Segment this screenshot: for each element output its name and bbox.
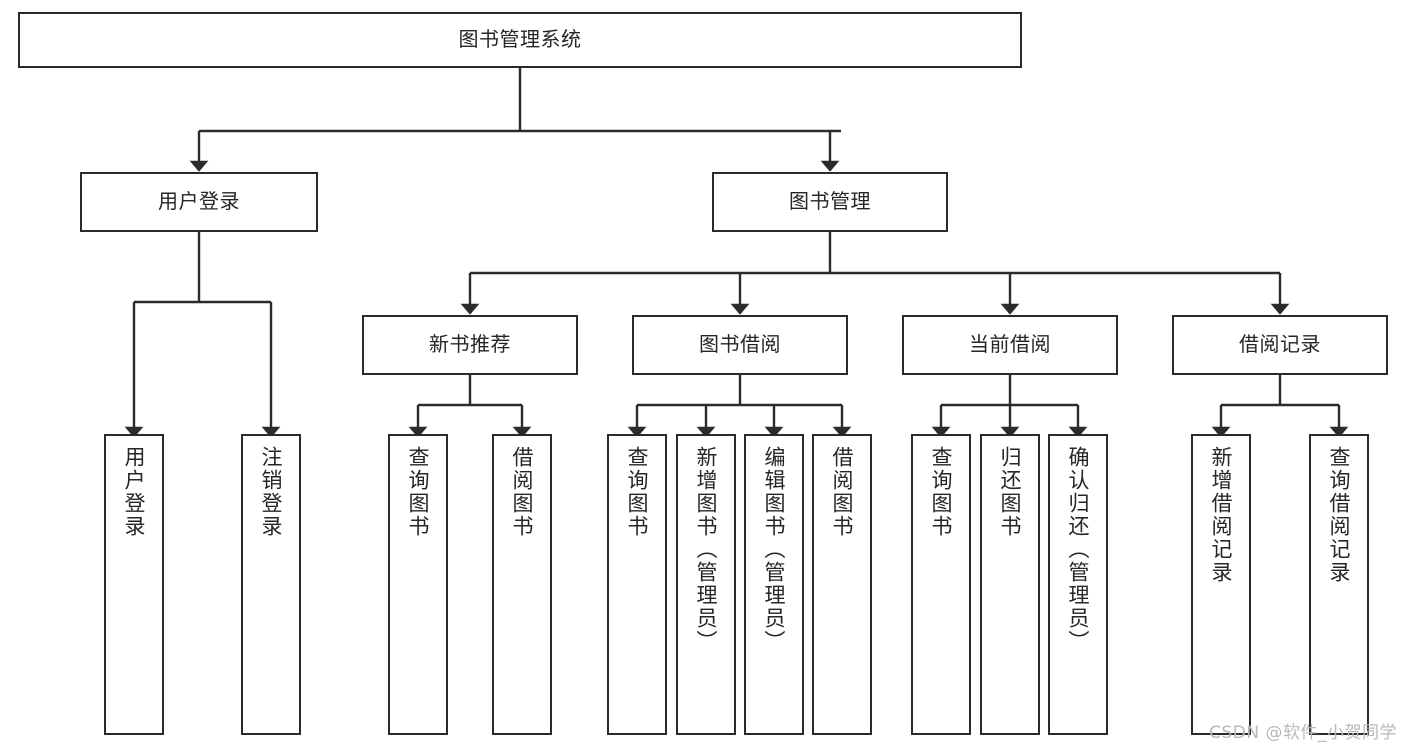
node-leaf-return-book-label: 归还图书 <box>998 446 1023 538</box>
node-leaf-user-login[interactable]: 用户登录 <box>104 434 164 735</box>
node-leaf-edit-book[interactable]: 编辑图书（管理员） <box>744 434 804 735</box>
node-leaf-borrow-book-b[interactable]: 借阅图书 <box>812 434 872 735</box>
node-leaf-user-login-label: 用户登录 <box>122 446 147 538</box>
node-leaf-query-book-b-label: 查询图书 <box>625 446 650 538</box>
node-user-login[interactable]: 用户登录 <box>80 172 318 232</box>
node-current-borrow[interactable]: 当前借阅 <box>902 315 1118 375</box>
node-new-book-rec-label: 新书推荐 <box>429 332 511 357</box>
node-book-borrow-label: 图书借阅 <box>699 332 781 357</box>
node-root[interactable]: 图书管理系统 <box>18 12 1022 68</box>
node-leaf-borrow-book-b-label: 借阅图书 <box>830 446 855 538</box>
node-leaf-logout[interactable]: 注销登录 <box>241 434 301 735</box>
node-user-login-label: 用户登录 <box>158 189 240 214</box>
node-leaf-add-record[interactable]: 新增借阅记录 <box>1191 434 1251 735</box>
node-leaf-query-book-c[interactable]: 查询图书 <box>911 434 971 735</box>
node-leaf-edit-book-label: 编辑图书（管理员） <box>762 446 787 653</box>
node-leaf-query-book-a-label: 查询图书 <box>406 446 431 538</box>
node-leaf-borrow-book-a-label: 借阅图书 <box>510 446 535 538</box>
node-leaf-add-book[interactable]: 新增图书（管理员） <box>676 434 736 735</box>
node-root-label: 图书管理系统 <box>458 27 582 52</box>
node-leaf-confirm-return[interactable]: 确认归还（管理员） <box>1048 434 1108 735</box>
node-current-borrow-label: 当前借阅 <box>969 332 1051 357</box>
node-borrow-record[interactable]: 借阅记录 <box>1172 315 1388 375</box>
node-leaf-add-book-label: 新增图书（管理员） <box>694 446 719 653</box>
node-leaf-borrow-book-a[interactable]: 借阅图书 <box>492 434 552 735</box>
node-book-manage-label: 图书管理 <box>789 189 871 214</box>
node-leaf-query-book-c-label: 查询图书 <box>929 446 954 538</box>
node-book-manage[interactable]: 图书管理 <box>712 172 948 232</box>
node-leaf-add-record-label: 新增借阅记录 <box>1209 446 1234 584</box>
node-leaf-query-record-label: 查询借阅记录 <box>1327 446 1352 584</box>
node-leaf-confirm-return-label: 确认归还（管理员） <box>1066 446 1091 653</box>
node-borrow-record-label: 借阅记录 <box>1239 332 1321 357</box>
node-leaf-logout-label: 注销登录 <box>259 446 284 538</box>
node-leaf-query-book-a[interactable]: 查询图书 <box>388 434 448 735</box>
node-leaf-return-book[interactable]: 归还图书 <box>980 434 1040 735</box>
node-new-book-rec[interactable]: 新书推荐 <box>362 315 578 375</box>
node-book-borrow[interactable]: 图书借阅 <box>632 315 848 375</box>
node-leaf-query-record[interactable]: 查询借阅记录 <box>1309 434 1369 735</box>
node-leaf-query-book-b[interactable]: 查询图书 <box>607 434 667 735</box>
